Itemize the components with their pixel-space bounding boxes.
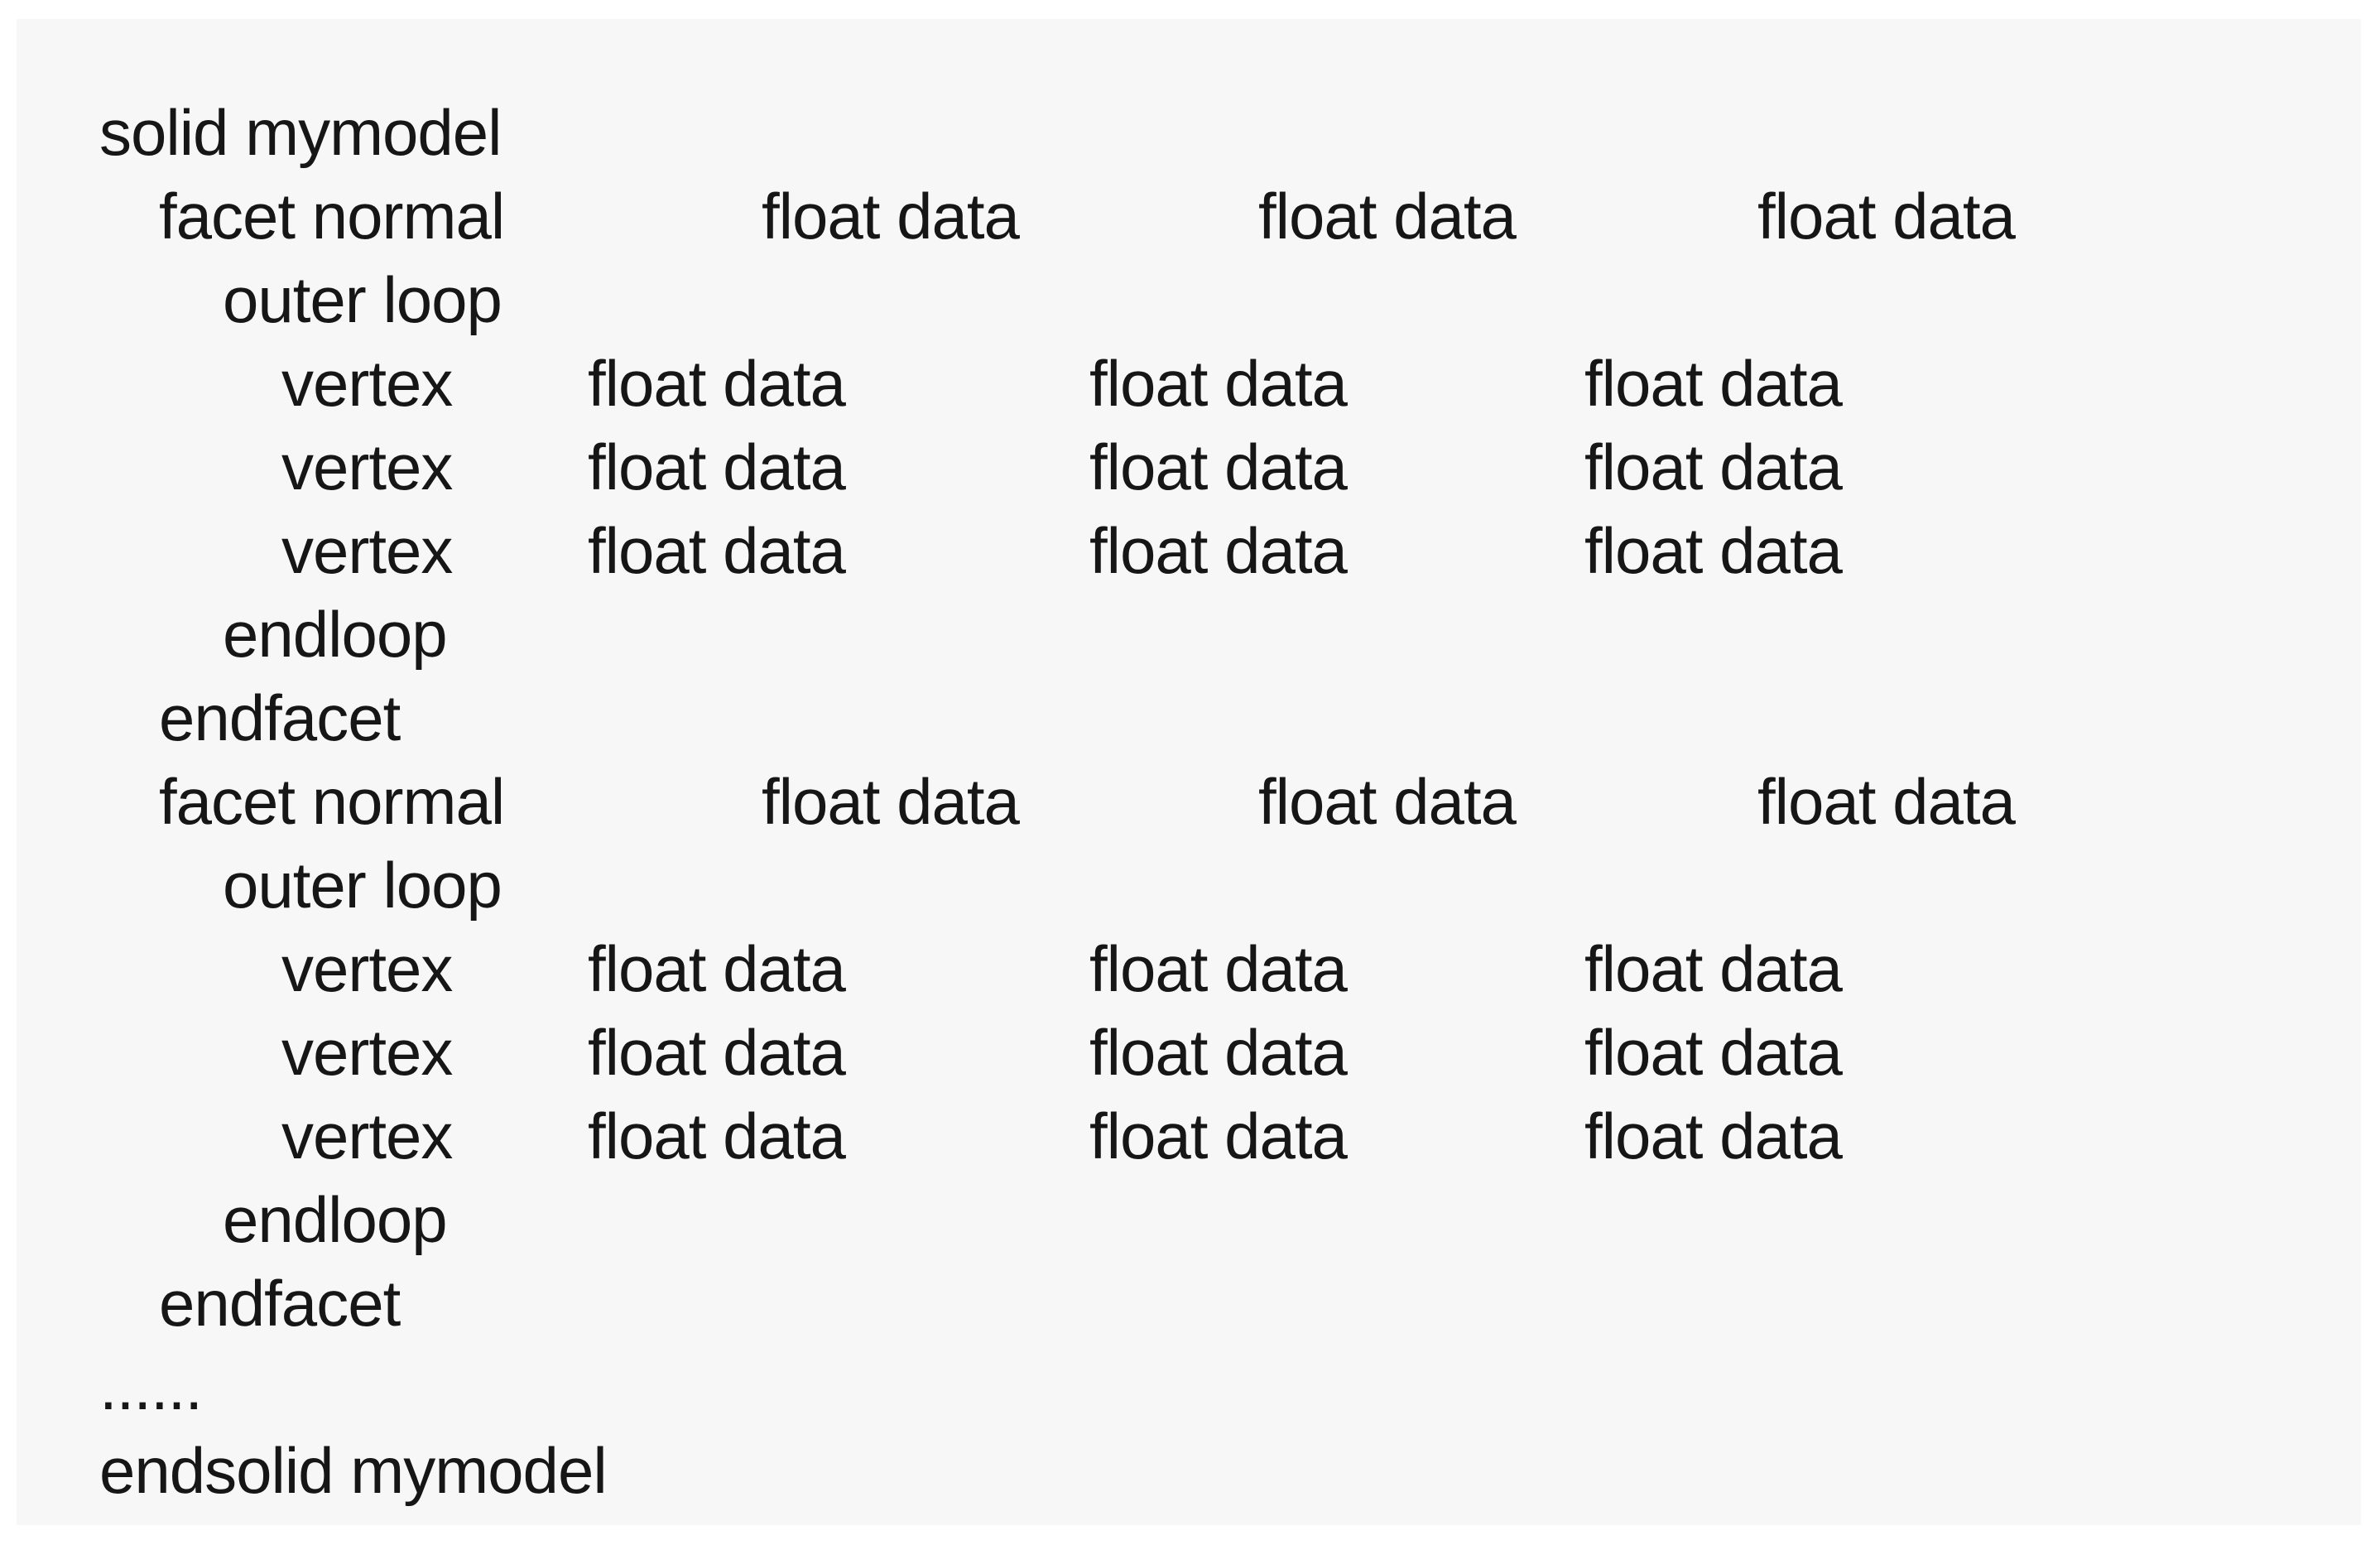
token-endsolid-mymodel: endsolid mymodel [99,1434,608,1507]
token-float-data: float data [1258,765,1517,838]
token-endfacet: endfacet [159,681,401,754]
token-float-data: float data [1584,1016,1843,1089]
token-float-data: float data [588,347,846,420]
token-float-data: float data [588,932,846,1005]
code-line: vertex float data float data float data [17,927,2361,1011]
token-endloop: endloop [223,1183,448,1256]
token-float-data: float data [1089,514,1348,587]
code-line: outer loop [17,844,2361,927]
token-outer-loop: outer loop [223,263,502,336]
token-float-data: float data [1089,1100,1348,1172]
code-line: vertex float data float data float data [17,342,2361,426]
token-float-data: float data [1757,180,2016,253]
code-line: facet normal float data float data float da… [17,760,2361,844]
code-line: outer loop [17,258,2361,342]
code-line: solid mymodel [17,91,2361,175]
token-vertex: vertex [281,1016,453,1089]
code-line: endfacet [17,676,2361,760]
token-float-data: float data [1757,765,2016,838]
token-float-data: float data [1584,1100,1843,1172]
token-float-data: float data [1089,347,1348,420]
token-vertex: vertex [281,431,453,503]
token-endfacet: endfacet [159,1267,401,1340]
code-line: endloop [17,593,2361,676]
token-vertex: vertex [281,1100,453,1172]
token-float-data: float data [1584,514,1843,587]
token-facet-normal: facet normal [159,180,505,253]
token-solid-mymodel: solid mymodel [99,96,502,169]
token-float-data: float data [762,180,1020,253]
token-float-data: float data [762,765,1020,838]
token-vertex: vertex [281,514,453,587]
code-line: endsolid mymodel [17,1429,2361,1513]
stl-format-listing-panel: solid mymodel facet normal float data float… [17,19,2361,1525]
token-facet-normal: facet normal [159,765,505,838]
token-vertex: vertex [281,347,453,420]
token-float-data: float data [1089,431,1348,503]
token-float-data: float data [1584,347,1843,420]
code-line: vertex float data float data float data [17,1095,2361,1178]
code-line: endloop [17,1178,2361,1262]
code-line: ...... [17,1345,2361,1429]
token-float-data: float data [588,1016,846,1089]
token-endloop: endloop [223,598,448,671]
code-line: endfacet [17,1262,2361,1345]
token-float-data: float data [588,431,846,503]
code-line: vertex float data float data float data [17,509,2361,593]
token-ellipsis: ...... [99,1350,203,1423]
token-outer-loop: outer loop [223,849,502,922]
token-float-data: float data [1584,431,1843,503]
token-float-data: float data [1089,932,1348,1005]
code-line: vertex float data float data float data [17,426,2361,509]
token-float-data: float data [1258,180,1517,253]
token-float-data: float data [588,514,846,587]
token-vertex: vertex [281,932,453,1005]
token-float-data: float data [1089,1016,1348,1089]
code-line: facet normal float data float data float da… [17,175,2361,258]
token-float-data: float data [1584,932,1843,1005]
code-line: vertex float data float data float data [17,1011,2361,1095]
token-float-data: float data [588,1100,846,1172]
